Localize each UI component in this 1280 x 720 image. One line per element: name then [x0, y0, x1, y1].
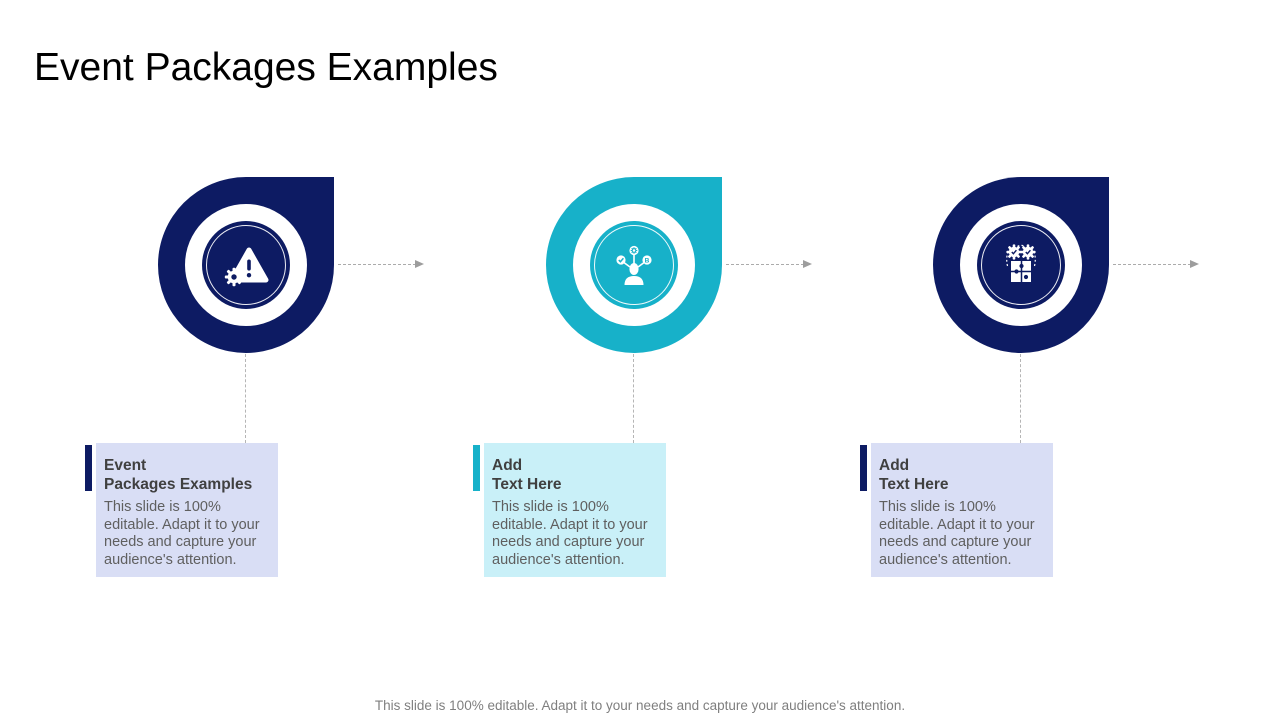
dashed-arrow: [338, 259, 424, 268]
textbox-accent-bar: [860, 445, 867, 491]
footer-note: This slide is 100% editable. Adapt it to…: [374, 698, 906, 713]
puzzle-gears-icon: [1006, 244, 1036, 282]
textbox-heading-line2: Packages Examples: [104, 476, 253, 493]
textbox-heading-line1: Add: [492, 457, 523, 474]
marker-inner-circle: B: [590, 221, 678, 309]
marker-inner-circle: [202, 221, 290, 309]
textbox-heading: Add Text Here: [492, 456, 657, 494]
person-network-icon: B: [616, 245, 652, 285]
process-step-3: Add Text Here This slide is 100% editabl…: [860, 0, 1248, 720]
process-step-2: B Add Text Here This slide is 100% edita…: [473, 0, 861, 720]
dashed-drop-line: [245, 354, 246, 443]
marker-ring: [960, 204, 1082, 326]
svg-text:B: B: [645, 257, 650, 264]
textbox-heading-line1: Event: [104, 457, 147, 474]
process-step-1: Event Packages Examples This slide is 10…: [85, 0, 473, 720]
textbox-body: This slide is 100% editable. Adapt it to…: [492, 499, 648, 568]
page-title: Event Packages Examples: [34, 46, 498, 90]
textbox: Add Text Here This slide is 100% editabl…: [871, 443, 1053, 577]
marker-ring: B: [573, 204, 695, 326]
textbox-heading-line2: Text Here: [492, 476, 562, 493]
textbox: Add Text Here This slide is 100% editabl…: [484, 443, 666, 577]
marker-ring: [185, 204, 307, 326]
dashed-drop-line: [1020, 354, 1021, 443]
step-marker: [933, 177, 1109, 353]
warning-gear-icon: [224, 247, 269, 287]
textbox: Event Packages Examples This slide is 10…: [96, 443, 278, 577]
textbox-heading: Add Text Here: [879, 456, 1044, 494]
textbox-body: This slide is 100% editable. Adapt it to…: [879, 499, 1035, 568]
textbox-accent-bar: [473, 445, 480, 491]
step-marker: B: [546, 177, 722, 353]
textbox-heading-line2: Text Here: [879, 476, 949, 493]
textbox-body: This slide is 100% editable. Adapt it to…: [104, 499, 260, 568]
dashed-drop-line: [633, 354, 634, 443]
step-marker: [158, 177, 334, 353]
dashed-arrow: [1113, 259, 1199, 268]
textbox-accent-bar: [85, 445, 92, 491]
dashed-arrow: [726, 259, 812, 268]
textbox-heading: Event Packages Examples: [104, 456, 269, 494]
marker-inner-circle: [977, 221, 1065, 309]
textbox-heading-line1: Add: [879, 457, 910, 474]
